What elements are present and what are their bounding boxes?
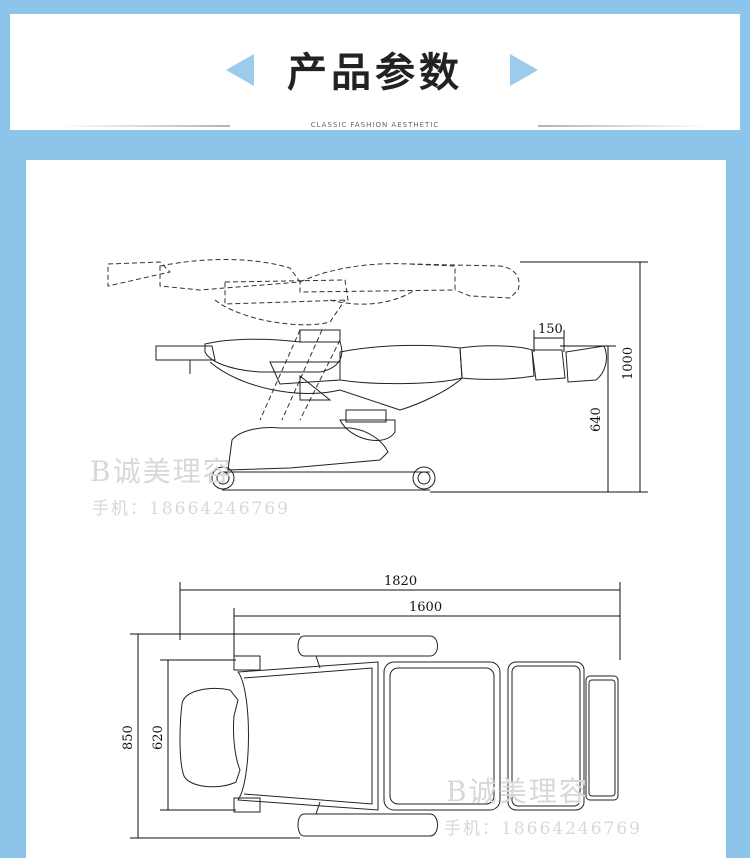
watermark-brand: B诚美理容: [446, 775, 589, 808]
reclined-outline: [107, 259, 520, 421]
left-arrow-icon: [226, 54, 254, 86]
watermark-brand: B诚美理容: [90, 455, 233, 488]
chair-profile: [155, 329, 607, 491]
watermark-phone: 手机：18664246769: [92, 499, 290, 519]
page-subtitle: CLASSIC FASHION AESTHETIC: [310, 121, 440, 129]
diagram-panel: [26, 160, 726, 858]
page-title: 产品参数: [287, 50, 463, 96]
right-arrow-icon: [510, 54, 538, 86]
divider-right: [538, 125, 710, 127]
dim-total-width: 850: [121, 725, 136, 750]
watermark-phone: 手机：18664246769: [444, 819, 642, 839]
dim-total-length: 1820: [384, 574, 417, 589]
divider-left: [58, 125, 230, 127]
dim-body-width: 620: [151, 725, 166, 750]
dim-body-length: 1600: [409, 600, 442, 615]
header-panel: 产品参数 CLASSIC FASHION AESTHETIC: [10, 14, 740, 130]
dim-footrest: 150: [538, 322, 563, 337]
dim-seat-height: 640: [589, 407, 604, 432]
top-view: [179, 635, 619, 837]
dim-total-height: 1000: [621, 347, 636, 380]
side-dimensions: [430, 261, 648, 493]
top-dimensions: [130, 582, 621, 839]
side-view: [107, 259, 648, 493]
